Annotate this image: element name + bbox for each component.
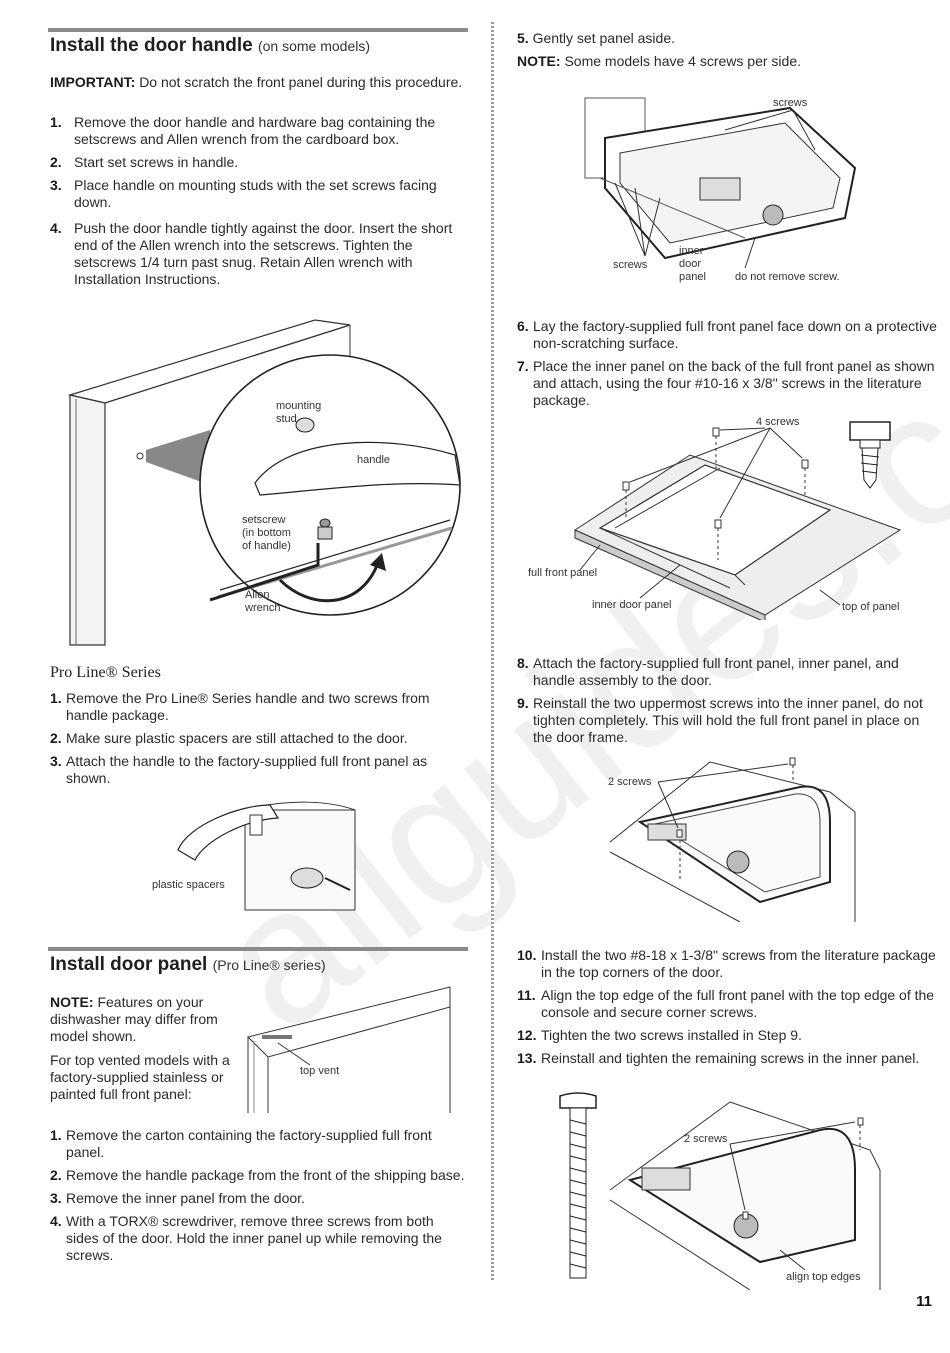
note-label: NOTE:	[50, 994, 94, 1010]
svg-text:2 screws: 2 screws	[608, 776, 652, 788]
svg-text:plastic spacers: plastic spacers	[152, 879, 225, 891]
inner-door-panel-diagram: screws screws inner door panel do not re…	[584, 97, 857, 283]
svg-text:Allen: Allen	[245, 589, 269, 601]
panel-steps: 1.Remove the carton containing the facto…	[50, 1127, 470, 1270]
svg-text:inner: inner	[679, 245, 704, 257]
svg-text:mounting: mounting	[276, 400, 321, 412]
svg-text:of handle): of handle)	[242, 540, 291, 552]
list-item: 10.Install the two #8-18 x 1-3/8" screws…	[517, 947, 936, 980]
svg-text:top vent: top vent	[300, 1065, 339, 1077]
section-title-handle: Install the door handle (on some models)	[50, 35, 370, 57]
step-number: 5.	[517, 30, 529, 46]
svg-text:2 screws: 2 screws	[684, 1133, 728, 1145]
list-item: 2.Remove the handle package from the fro…	[50, 1167, 465, 1183]
list-item: 2.Start set screws in handle.	[50, 154, 239, 170]
top-vent-diagram: top vent	[247, 986, 451, 1113]
list-item: 12.Tighten the two screws installed in S…	[517, 1027, 802, 1043]
list-item: 3.Attach the handle to the factory-suppl…	[50, 753, 428, 786]
two-screws-diagram-1: 2 screws	[608, 757, 856, 922]
svg-text:screws: screws	[773, 97, 808, 109]
important-label: IMPORTANT:	[50, 74, 136, 90]
svg-text:full front panel: full front panel	[528, 567, 597, 579]
list-item: 9.Reinstall the two uppermost screws int…	[517, 695, 923, 745]
important-note: IMPORTANT: Do not scratch the front pane…	[50, 74, 470, 91]
steps-10-13: 10.Install the two #8-18 x 1-3/8" screws…	[517, 947, 937, 1073]
svg-text:do not remove screw.: do not remove screw.	[735, 271, 840, 283]
page-number: 11	[916, 1293, 932, 1310]
proline-title: Pro Line® Series	[50, 664, 161, 681]
steps-6-7: 6.Lay the factory-supplied full front pa…	[517, 318, 937, 415]
proline-steps: 1.Remove the Pro Line® Series handle and…	[50, 690, 470, 793]
list-item: 1.Remove the door handle and hardware ba…	[50, 114, 436, 147]
svg-text:door: door	[679, 258, 701, 270]
svg-text:inner door panel: inner door panel	[592, 599, 672, 611]
steps-8-9: 8.Attach the factory-supplied full front…	[517, 655, 937, 752]
svg-text:top of panel: top of panel	[842, 601, 900, 613]
list-item: 1.Remove the Pro Line® Series handle and…	[50, 690, 430, 723]
list-item: 1.Remove the carton containing the facto…	[50, 1127, 432, 1160]
title-text: Install the door handle	[50, 35, 253, 56]
section-rule	[48, 947, 468, 951]
align-top-edges-diagram: 2 screws align top edges	[559, 1092, 881, 1290]
important-text: Do not scratch the front panel during th…	[139, 74, 463, 90]
column-divider	[491, 22, 494, 1282]
list-item: 2.Make sure plastic spacers are still at…	[50, 730, 408, 746]
list-item: 4.Push the door handle tightly against t…	[50, 220, 453, 287]
list-item: 6.Lay the factory-supplied full front pa…	[517, 318, 937, 351]
note-text: Some models have 4 screws per side.	[564, 53, 802, 69]
svg-text:panel: panel	[679, 271, 706, 283]
right-note: NOTE: Some models have 4 screws per side…	[517, 53, 937, 70]
title-subtitle: (on some models)	[257, 38, 371, 54]
step-text: Gently set panel aside.	[532, 30, 675, 46]
svg-text:stud: stud	[276, 413, 297, 425]
svg-text:4 screws: 4 screws	[756, 416, 800, 428]
list-item: 4.With a TORX® screwdriver, remove three…	[50, 1213, 442, 1263]
list-item: 13.Reinstall and tighten the remaining s…	[517, 1050, 920, 1066]
svg-text:wrench: wrench	[244, 602, 280, 614]
svg-text:align top edges: align top edges	[786, 1271, 861, 1283]
step-5: 5. Gently set panel aside.	[517, 30, 937, 47]
full-front-panel-diagram: 4 screws full front panel inner door pan…	[528, 416, 902, 620]
handle-steps: 1.Remove the door handle and hardware ba…	[50, 114, 470, 294]
proline-handle-diagram: plastic spacers	[152, 801, 356, 911]
list-item: 8.Attach the factory-supplied full front…	[517, 655, 899, 688]
section-rule	[48, 28, 468, 32]
panel-intro: For top vented models with a factory-sup…	[50, 1052, 230, 1102]
svg-text:handle: handle	[357, 454, 390, 466]
title-subtitle: (Pro Line® series)	[212, 957, 326, 973]
section-title-panel: Install door panel (Pro Line® series)	[50, 954, 326, 976]
svg-text:setscrew: setscrew	[242, 514, 285, 526]
svg-text:(in bottom: (in bottom	[242, 527, 291, 539]
list-item: 7.Place the inner panel on the back of t…	[517, 358, 935, 408]
list-item: 11.Align the top edge of the full front …	[517, 987, 935, 1020]
list-item: 3.Place handle on mounting studs with th…	[50, 177, 437, 210]
svg-text:screws: screws	[613, 259, 648, 271]
note-text: Features on your dishwasher may differ f…	[50, 994, 218, 1044]
list-item: 3.Remove the inner panel from the door.	[50, 1190, 305, 1206]
panel-note: NOTE: Features on your dishwasher may di…	[50, 994, 230, 1045]
note-label: NOTE:	[517, 53, 561, 69]
door-handle-diagram: mounting stud handle setscrew (in bottom…	[67, 319, 461, 646]
title-text: Install door panel	[50, 954, 208, 975]
